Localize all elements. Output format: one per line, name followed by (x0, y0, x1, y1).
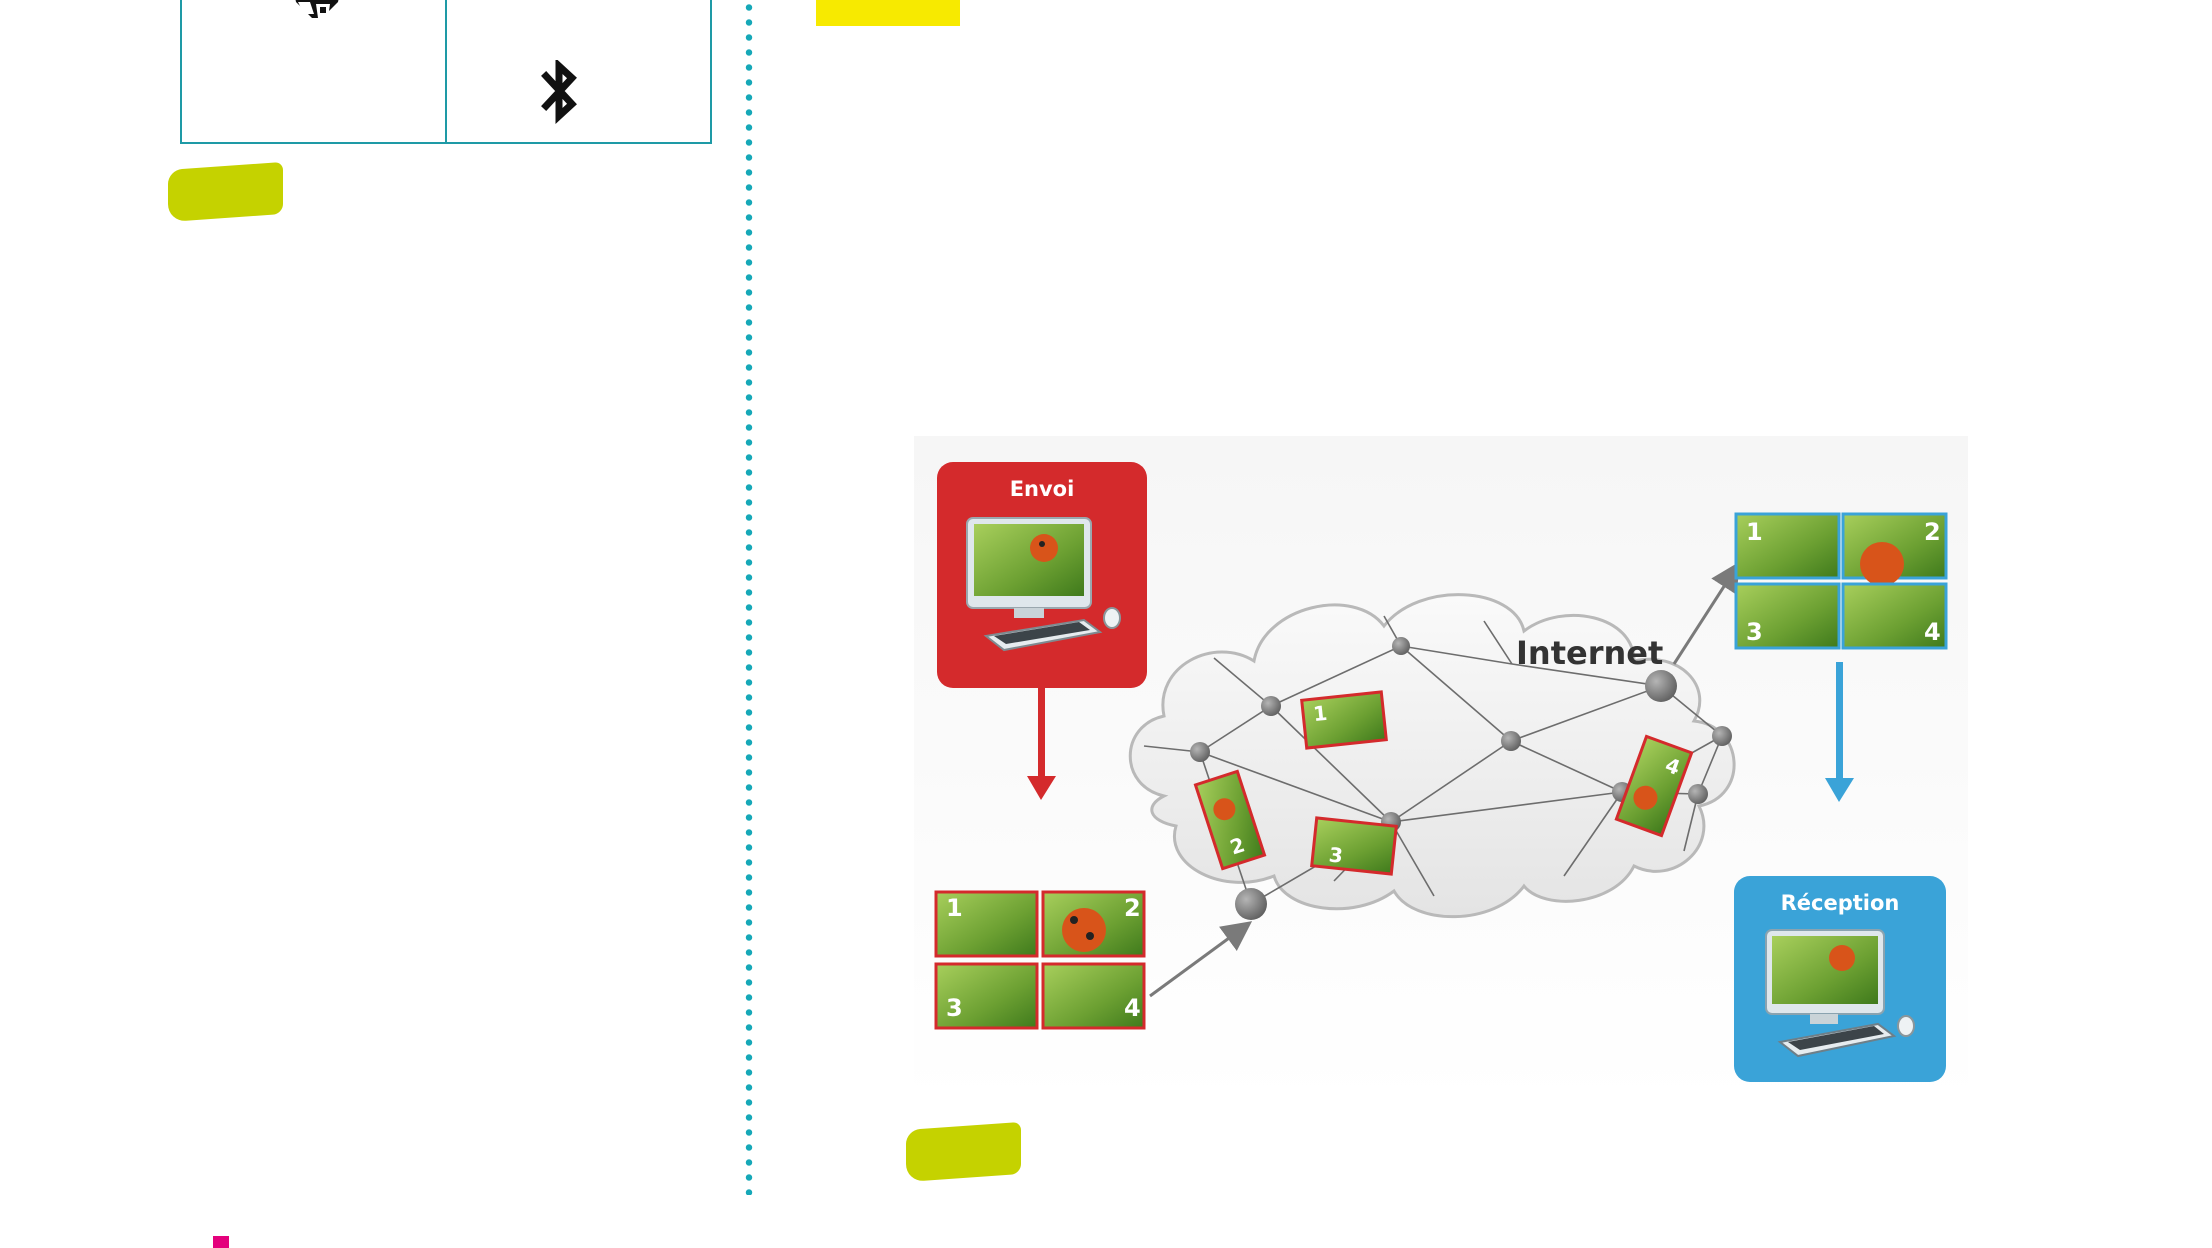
label-pill-diagram (906, 1121, 1021, 1183)
svg-text:1: 1 (1312, 701, 1328, 726)
highlight-tag (816, 0, 960, 26)
svg-text:3: 3 (1328, 842, 1344, 867)
column-separator (745, 0, 753, 1195)
cloud-label: Internet (1516, 634, 1663, 672)
icon-table (180, 0, 712, 144)
receiver-label: Réception (1781, 891, 1900, 915)
packet-switching-diagram: Internet 1 2 3 4 Envoi (914, 436, 1968, 1106)
table-divider (445, 0, 447, 142)
bluetooth-icon (541, 60, 577, 124)
network-edges (1143, 615, 1723, 905)
svg-text:1: 1 (946, 894, 963, 922)
bullet-marker (213, 1236, 229, 1248)
packet-4-in-transit: 4 (1614, 734, 1694, 838)
packet-2-in-transit: 2 (1193, 769, 1267, 871)
sender-label: Envoi (1010, 477, 1075, 501)
sender-split-photo: 1 2 3 4 (934, 890, 1146, 1030)
svg-text:4: 4 (1124, 994, 1141, 1022)
receiver-card: Réception (1734, 876, 1946, 1082)
receiver-arrow (1825, 662, 1854, 802)
packet-1-in-transit: 1 (1300, 690, 1388, 750)
sender-card: Envoi (937, 462, 1147, 688)
svg-text:4: 4 (1924, 618, 1941, 646)
cube-icon (295, 0, 339, 18)
sender-computer-icon (966, 517, 1121, 652)
label-pill-left (168, 161, 283, 223)
svg-text:1: 1 (1746, 518, 1763, 546)
svg-text:3: 3 (946, 994, 963, 1022)
arrow-out-of-cloud (1672, 561, 1741, 665)
network-nodes (1190, 637, 1732, 920)
packet-3-in-transit: 3 (1310, 816, 1398, 876)
arrow-into-cloud (1149, 921, 1253, 998)
receiver-assembled-photo: 1 2 3 4 (1734, 512, 1948, 650)
svg-text:3: 3 (1746, 618, 1763, 646)
sender-arrow (1027, 688, 1056, 800)
receiver-computer-icon (1765, 929, 1915, 1058)
svg-text:2: 2 (1924, 518, 1941, 546)
svg-text:2: 2 (1124, 894, 1141, 922)
